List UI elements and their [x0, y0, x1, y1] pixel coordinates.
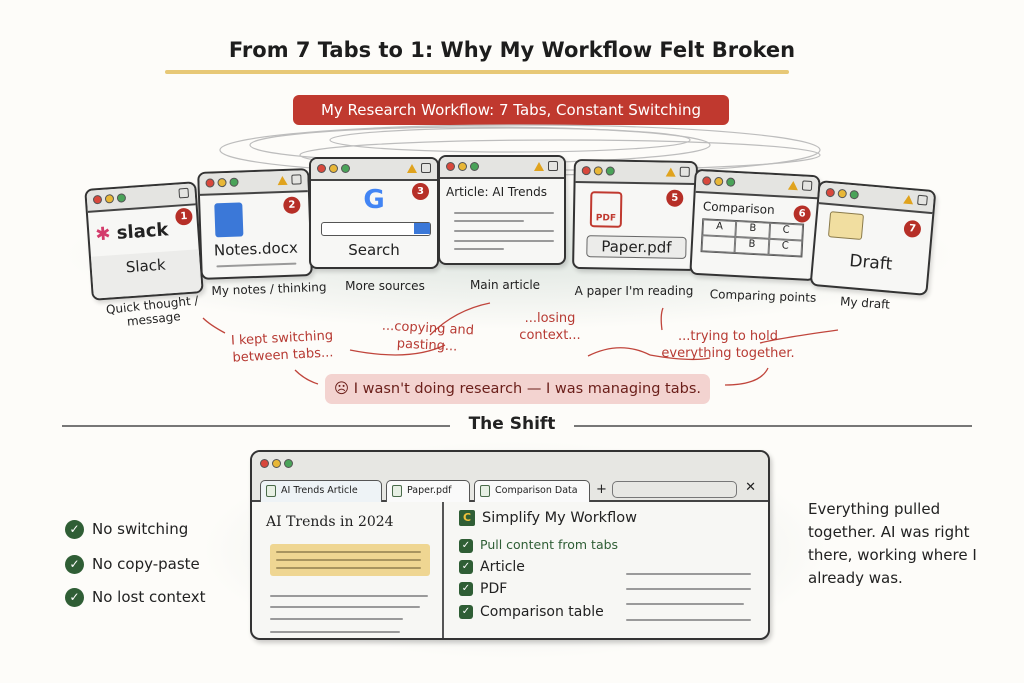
realization-text: I wasn't doing research — I was managing… [353, 381, 701, 397]
window-article[interactable]: Article: AI Trends [438, 155, 566, 265]
title-underline [165, 70, 789, 74]
article-title: AI Trends in 2024 [266, 514, 394, 530]
note-losing: ...losing context... [519, 311, 581, 343]
close-button[interactable]: ✕ [745, 480, 756, 495]
note-holding: ...trying to hold everything together. [661, 329, 795, 361]
tab-number-badge: 6 [793, 205, 812, 223]
spreadsheet-icon [480, 485, 490, 497]
benefit-no-lost-context: ✓No lost context [65, 588, 206, 607]
window-title: Notes.docx [213, 238, 299, 260]
window-title: Draft [848, 251, 894, 275]
ai-assistant-panel: C Simplify My Workflow ✓Pull content from… [446, 502, 768, 638]
tab-number-badge: 3 [412, 183, 429, 200]
sad-face-icon: ☹ [334, 381, 350, 397]
pdf-icon: PDF [589, 191, 623, 228]
divider [62, 425, 450, 427]
checklist-item[interactable]: ✓Pull content from tabs [459, 537, 618, 553]
google-docs-icon [214, 202, 244, 238]
check-circle-icon: ✓ [65, 555, 84, 574]
unified-browser-window: AI Trends Article Paper.pdf Comparison D… [250, 450, 770, 640]
slack-logo-icon: ✱ slack [94, 219, 170, 246]
caption-paper: A paper I'm reading [574, 284, 694, 298]
article-pane: AI Trends in 2024 [252, 502, 444, 638]
benefit-no-switching: ✓No switching [65, 520, 188, 539]
tab-strip: AI Trends Article Paper.pdf Comparison D… [252, 476, 768, 502]
checkbox-checked-icon: ✓ [459, 582, 473, 596]
window-notes[interactable]: 2 Notes.docx [197, 168, 313, 280]
checklist-item[interactable]: ✓PDF [459, 581, 507, 597]
pdf-file-icon [392, 485, 402, 497]
divider [574, 425, 972, 427]
tab-number-badge: 1 [174, 207, 193, 226]
caption-search: More sources [345, 279, 425, 293]
note-copying: ...copying and pasting... [381, 318, 475, 355]
address-bar[interactable] [612, 481, 737, 498]
tab-ai-trends-article[interactable]: AI Trends Article [260, 480, 382, 502]
window-title: Paper.pdf [586, 235, 687, 259]
caption-article: Main article [469, 278, 541, 292]
window-paper[interactable]: 5 PDF Paper.pdf [572, 158, 698, 272]
checkbox-checked-icon: ✓ [459, 605, 473, 619]
assistant-logo-icon: C [459, 510, 475, 526]
window-title: Article: AI Trends [446, 185, 548, 199]
realization-callout: ☹ I wasn't doing research — I was managi… [325, 374, 710, 404]
checkbox-checked-icon: ✓ [459, 538, 473, 553]
panel-title: Simplify My Workflow [482, 510, 637, 526]
tab-comparison-data[interactable]: Comparison Data [474, 480, 590, 502]
window-title: Comparison [702, 199, 776, 217]
window-search[interactable]: 3 G Search [309, 157, 439, 269]
checklist-item[interactable]: ✓Comparison table [459, 604, 604, 620]
check-circle-icon: ✓ [65, 588, 84, 607]
tab-number-badge: 2 [283, 196, 301, 214]
note-switching: I kept switching between tabs... [230, 328, 334, 366]
page-title: From 7 Tabs to 1: Why My Workflow Felt B… [228, 38, 796, 62]
shift-heading: The Shift [468, 414, 556, 434]
tab-number-badge: 5 [666, 189, 684, 207]
benefit-no-copy-paste: ✓No copy-paste [65, 555, 200, 574]
google-logo-icon: G [363, 185, 385, 215]
window-title: Search [348, 241, 400, 259]
tab-number-badge: 7 [903, 219, 922, 239]
checkbox-checked-icon: ✓ [459, 560, 473, 574]
folder-icon [827, 211, 865, 241]
tab-paper-pdf[interactable]: Paper.pdf [386, 480, 470, 502]
document-icon [266, 485, 276, 497]
checklist-item[interactable]: ✓Article [459, 559, 525, 575]
check-circle-icon: ✓ [65, 520, 84, 539]
search-input[interactable] [321, 222, 431, 236]
annotation-arrows [202, 302, 839, 386]
workflow-banner: My Research Workflow: 7 Tabs, Constant S… [293, 95, 729, 125]
summary-text: Everything pulled together. AI was right… [808, 500, 977, 587]
highlighted-text [270, 544, 430, 576]
window-slack[interactable]: 1 ✱ slack Slack [84, 181, 204, 301]
window-draft[interactable]: 7 Draft [809, 180, 937, 296]
maximize-icon [178, 187, 190, 199]
new-tab-button[interactable]: + [596, 482, 607, 497]
